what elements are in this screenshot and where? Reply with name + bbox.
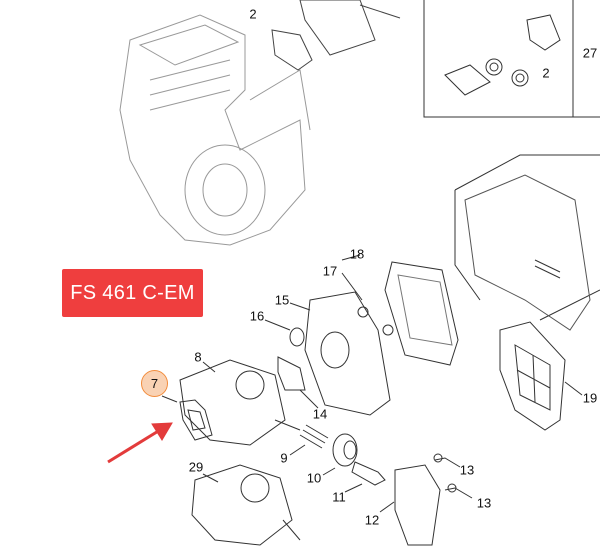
part-label[interactable]: 8 xyxy=(194,349,202,365)
air-filter-cover-box xyxy=(454,154,600,331)
part-label[interactable]: 9 xyxy=(280,450,288,466)
part-label[interactable]: 16 xyxy=(249,308,265,324)
part-label[interactable]: 14 xyxy=(312,406,328,422)
carburetor-29-drawing xyxy=(191,464,301,546)
pre-filter-drawing xyxy=(499,321,583,431)
part-label[interactable]: 11 xyxy=(332,489,346,505)
engine-block-drawing xyxy=(119,14,311,246)
part-label[interactable]: 2 xyxy=(249,6,257,22)
part-label[interactable]: 12 xyxy=(364,512,380,528)
part-label[interactable]: 17 xyxy=(322,263,338,279)
spring-drawing xyxy=(289,424,329,456)
inset-box xyxy=(423,0,600,118)
housing-12-drawing xyxy=(379,453,473,546)
part-label[interactable]: 27 xyxy=(582,45,598,61)
part-label[interactable]: 18 xyxy=(349,246,365,262)
ring-drawing xyxy=(322,433,358,476)
gasket-14-drawing xyxy=(277,356,319,409)
part-label[interactable]: 29 xyxy=(188,459,204,475)
highlighted-part-callout[interactable]: 7 xyxy=(141,370,168,397)
grommet-drawing xyxy=(264,319,305,347)
part-label[interactable]: 13 xyxy=(476,495,492,511)
part-label[interactable]: 19 xyxy=(582,390,598,406)
part-label[interactable]: 15 xyxy=(274,292,290,308)
gasket-7-drawing xyxy=(161,395,213,441)
part-label[interactable]: 13 xyxy=(459,462,475,478)
part-label[interactable]: 2 xyxy=(542,65,550,81)
gasket-top-drawing xyxy=(271,0,401,71)
carburetor-drawing xyxy=(179,359,301,446)
nozzle-drawing xyxy=(344,461,386,493)
air-filter-element-drawing xyxy=(341,254,459,366)
carb-base-plate-drawing xyxy=(289,272,394,416)
model-badge: FS 461 C-EM xyxy=(62,269,203,317)
pointer-arrow xyxy=(107,422,173,464)
part-label[interactable]: 10 xyxy=(306,470,322,486)
